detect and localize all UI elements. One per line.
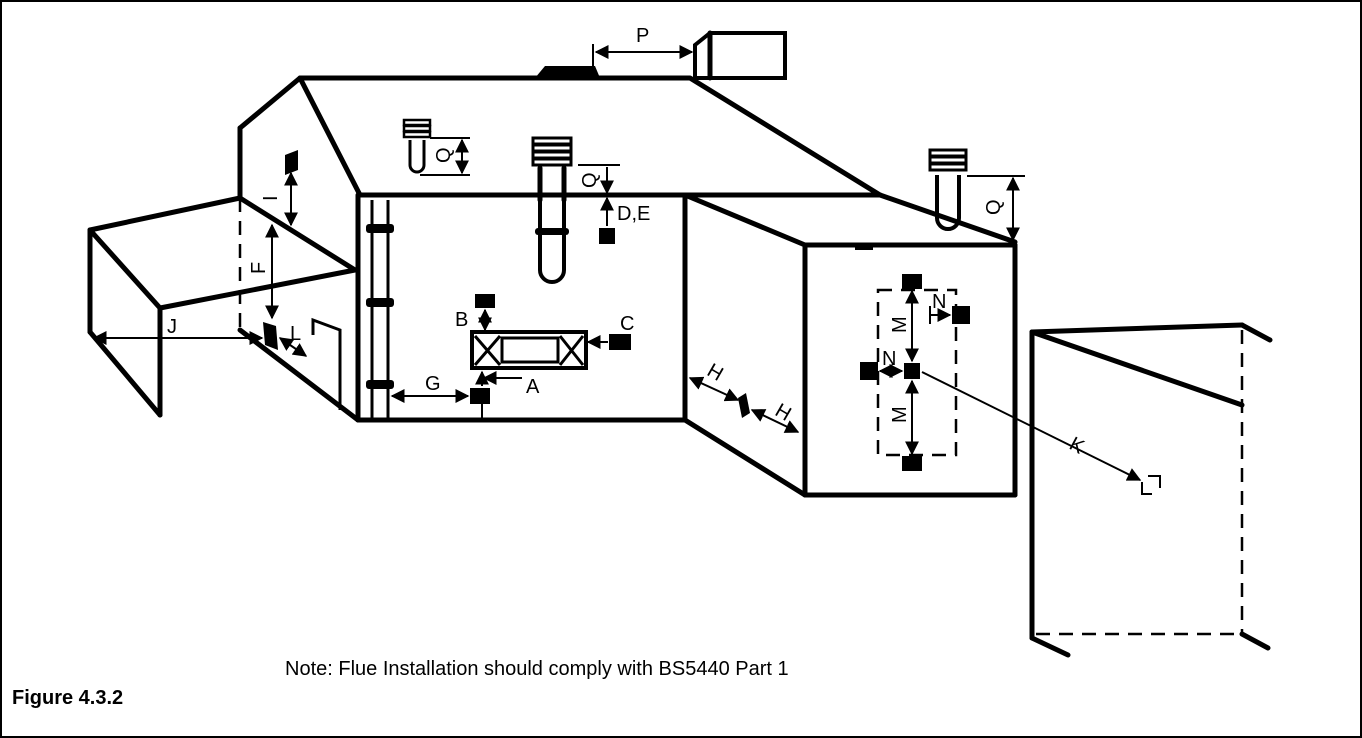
opposite-building: [1029, 322, 1273, 658]
extension-walls: [682, 192, 1018, 498]
label-a: A: [526, 376, 540, 398]
dimension-d-e: D,E: [599, 196, 650, 244]
dimension-q-left: Q: [420, 137, 470, 176]
window: [470, 330, 588, 370]
dimension-i: I: [260, 171, 298, 227]
gable-wall: [237, 125, 361, 423]
dimension-q-center: Q: [578, 164, 620, 195]
terminal-right: [952, 306, 970, 324]
dimension-a: A: [475, 370, 540, 398]
label-l: L: [290, 323, 301, 345]
corner-terminal: [738, 393, 750, 418]
label-f: F: [248, 262, 270, 274]
terminal-b: [475, 294, 495, 308]
vertical-flue-right: [928, 148, 968, 231]
terminal-c: [609, 334, 631, 350]
dimension-b: B: [455, 294, 495, 332]
carport-structure: [87, 195, 358, 418]
label-i: I: [260, 195, 282, 201]
drainpipe: [366, 200, 394, 420]
dimension-m-upper: M: [889, 289, 919, 363]
label-j: J: [167, 316, 177, 338]
gable-terminal-lower: [263, 322, 278, 350]
label-k: K: [1066, 433, 1089, 459]
opposite-opening-marker: [1148, 475, 1161, 488]
label-m-upper: M: [889, 316, 911, 333]
label-q-left: Q: [433, 147, 455, 163]
opposite-opening-marker-2: [1141, 482, 1152, 495]
label-g: G: [425, 373, 441, 395]
vertical-flue-left: [402, 118, 432, 174]
front-wall: [355, 192, 688, 423]
dimension-j: J: [92, 316, 264, 345]
gable-door: [311, 317, 342, 410]
label-q-right: Q: [983, 199, 1005, 215]
dimension-g: G: [390, 373, 470, 403]
label-d-e: D,E: [617, 203, 650, 225]
dimension-f: F: [248, 223, 279, 320]
dimension-q-right: Q: [967, 175, 1025, 242]
label-q-center: Q: [579, 172, 601, 188]
label-n-right: N: [932, 291, 946, 313]
gable-terminal-upper: [285, 150, 298, 175]
label-h-left: H: [703, 359, 727, 385]
figure-caption: Figure 4.3.2: [12, 687, 123, 709]
terminal-bottom: [902, 456, 922, 471]
dimension-n-right: N: [929, 291, 952, 324]
ridge-terminal: [535, 66, 600, 78]
gutter-terminal: [855, 243, 873, 250]
dimension-p: P: [592, 25, 694, 72]
terminal-left: [860, 362, 878, 380]
terminal-a: [470, 388, 490, 404]
main-roof: [237, 75, 883, 198]
label-n-center: N: [882, 348, 896, 370]
terminal-top: [902, 274, 922, 289]
label-p: P: [636, 25, 649, 47]
vertical-flue-center: [531, 136, 573, 284]
label-m-lower: M: [889, 406, 911, 423]
terminal-d-e: [599, 228, 615, 244]
dimension-m-lower: M: [889, 379, 919, 456]
dimension-n-center: N: [878, 348, 904, 378]
dimension-l: L: [278, 323, 308, 357]
dimension-c: C: [586, 313, 634, 350]
label-c: C: [620, 313, 634, 335]
roof-box-terminal: [693, 30, 787, 81]
label-b: B: [455, 309, 468, 331]
terminal-center: [904, 363, 920, 379]
installation-note: Note: Flue Installation should comply wi…: [285, 658, 789, 680]
